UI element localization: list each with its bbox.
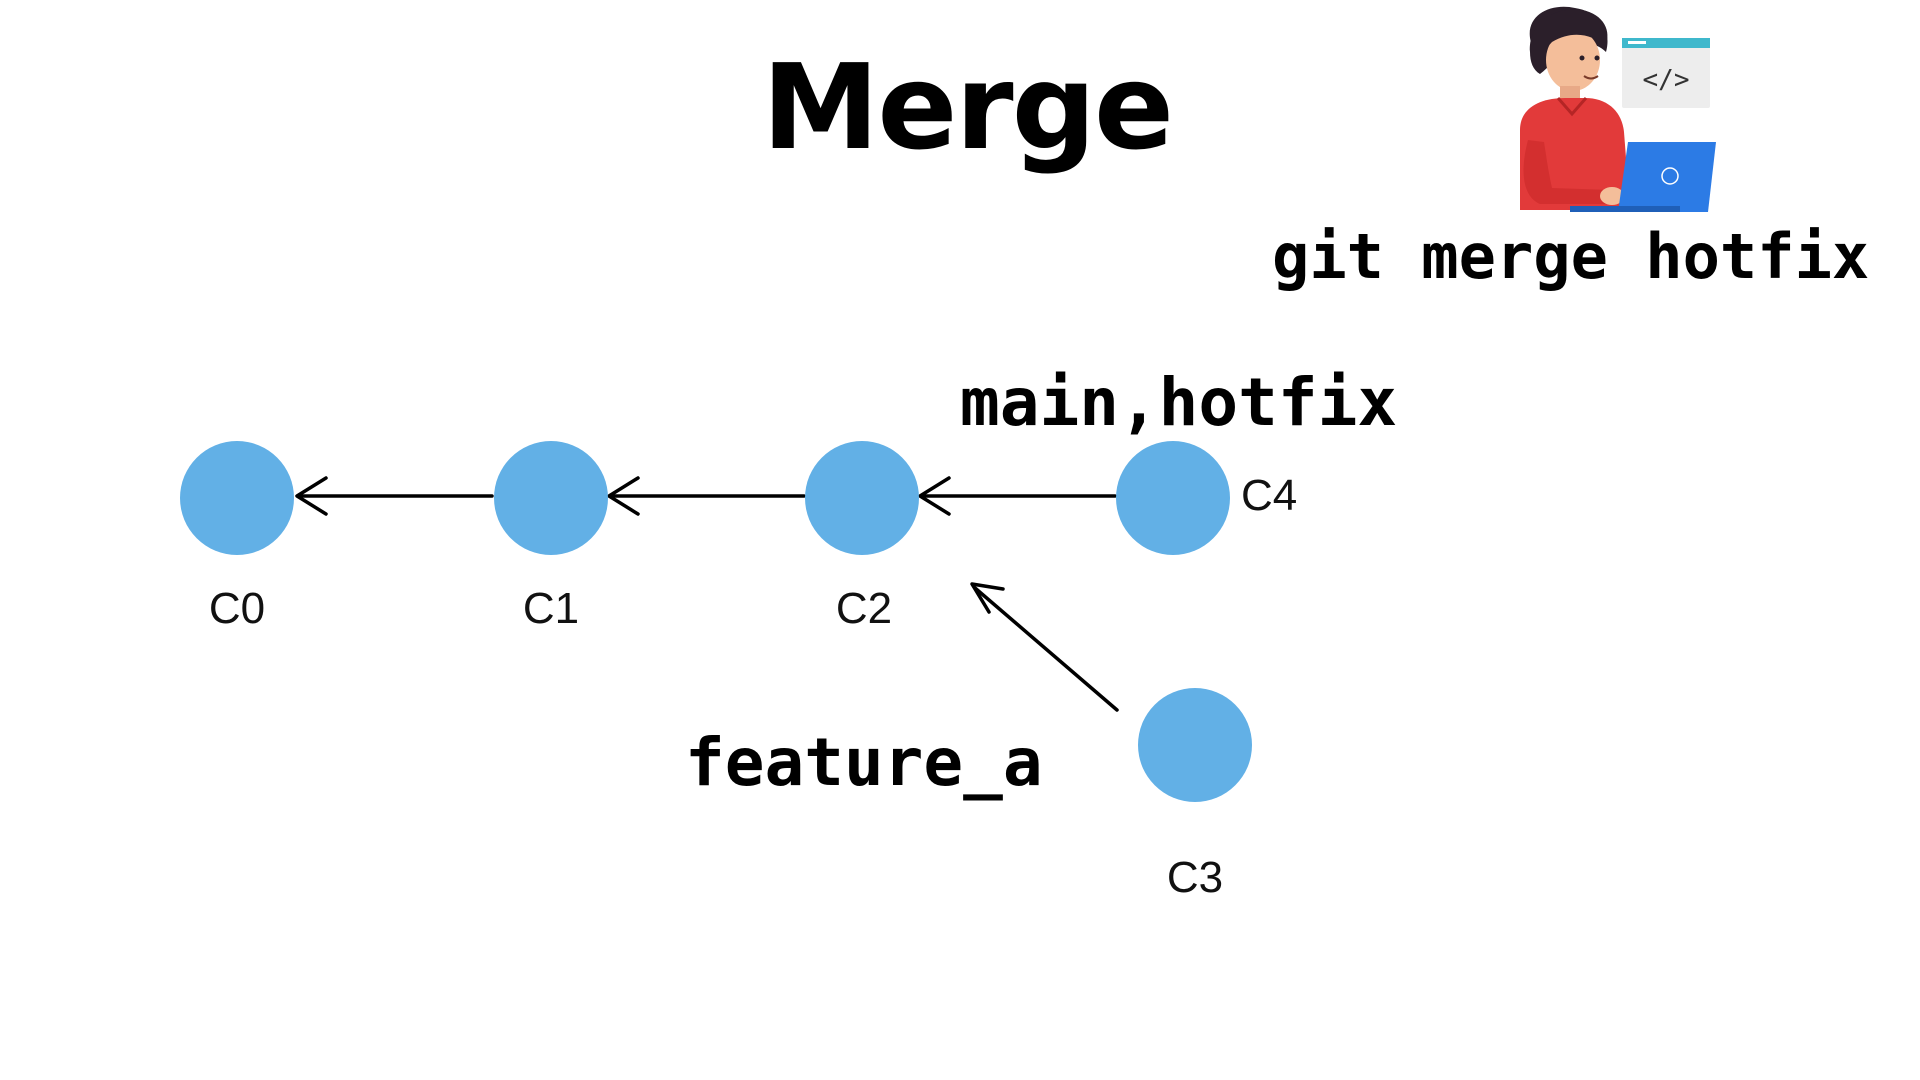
branch-label-main-hotfix: main,hotfix xyxy=(960,364,1397,441)
commit-node-c2 xyxy=(805,441,919,555)
commit-label-c2: C2 xyxy=(836,584,892,633)
arrowhead-c2-from-c3 xyxy=(970,582,1005,614)
developer-illustration xyxy=(1520,6,1630,210)
arrowhead-c2 xyxy=(918,476,951,516)
code-window-icon: </> xyxy=(1622,38,1710,108)
commit-node-c4 xyxy=(1116,441,1230,555)
arrowhead-c1 xyxy=(607,476,640,516)
commit-node-c3 xyxy=(1138,688,1252,802)
edge-c3-c2 xyxy=(973,586,1119,712)
branch-label-feature-a: feature_a xyxy=(685,724,1043,801)
commit-node-c0 xyxy=(180,441,294,555)
commit-node-c1 xyxy=(494,441,608,555)
page-title: Merge xyxy=(762,38,1172,176)
commit-label-c0: C0 xyxy=(209,584,265,633)
commit-label-c1: C1 xyxy=(523,584,579,633)
commit-label-c3: C3 xyxy=(1167,853,1223,902)
code-symbol: </> xyxy=(1643,65,1690,95)
git-command: git merge hotfix xyxy=(1272,220,1869,293)
commit-label-c4: C4 xyxy=(1241,471,1297,520)
laptop-icon xyxy=(1570,142,1716,212)
arrowhead-c0 xyxy=(295,476,328,516)
